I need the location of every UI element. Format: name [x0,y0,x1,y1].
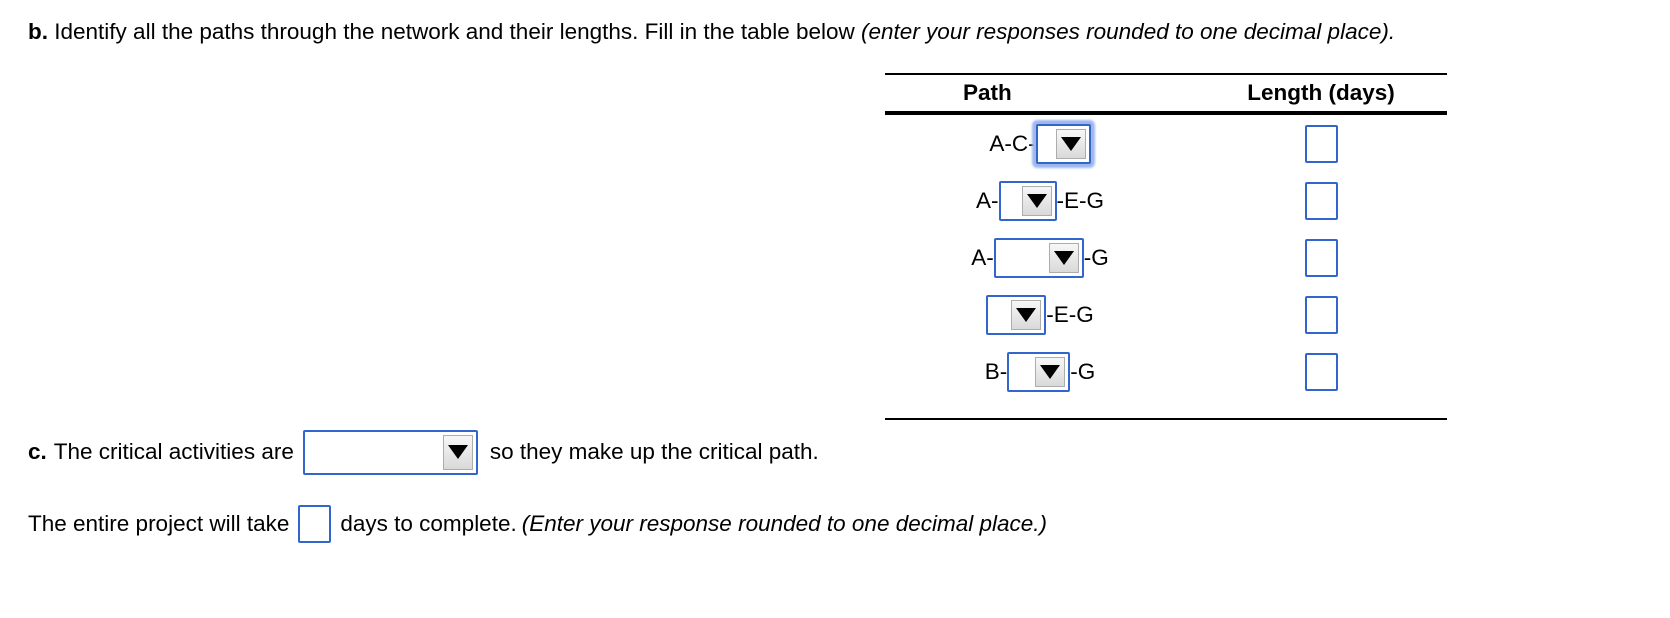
table-row: A- -G [885,229,1447,286]
path-dropdown[interactable] [1007,351,1071,392]
length-cell [1195,295,1447,334]
table-row: A-C- [885,115,1447,172]
path-suffix: -E-G [1046,301,1094,327]
path-suffix: -E-G [1056,187,1105,213]
dropdown-button[interactable] [1011,299,1042,330]
dropdown-button[interactable] [1035,356,1066,387]
path-prefix: A- [971,244,994,270]
length-input[interactable] [1304,352,1338,391]
dropdown-arrow-icon [1026,193,1047,208]
path-dropdown[interactable] [998,180,1057,221]
path-column-header: Path [963,80,1012,105]
length-cell [1195,181,1447,220]
length-input[interactable] [1304,238,1338,277]
question-b-note: (enter your responses rounded to one dec… [861,19,1396,44]
path-prefix: A-C- [989,130,1036,156]
path-cell: -E-G [885,294,1195,335]
length-cell [1195,124,1447,163]
table-row: -E-G [885,286,1447,343]
table-row: B- -G [885,343,1447,400]
dropdown-button[interactable] [1055,128,1086,159]
path-dropdown[interactable] [993,237,1084,278]
table-row: A- -E-G [885,172,1447,229]
question-c-text-before: The critical activities are [53,439,294,464]
path-prefix: B- [984,358,1008,384]
question-c-text-after: so they make up the critical path. [489,439,819,464]
question-c-label: c. [28,439,47,464]
path-cell: A-C- [885,123,1195,164]
question-b-label: b. [28,19,48,44]
path-cell: B- -G [885,351,1195,392]
length-cell [1195,238,1447,277]
project-text-after: days to complete. [340,511,517,536]
question-c-line: c. The critical activities are so they m… [28,428,819,476]
project-note: (Enter your response rounded to one deci… [521,511,1048,536]
dropdown-arrow-icon [1053,250,1074,265]
length-column-header: Length (days) [1247,80,1395,105]
project-duration-line: The entire project will take days to com… [28,500,1047,548]
project-duration-input[interactable] [298,505,332,543]
path-dropdown[interactable] [986,294,1047,335]
path-dropdown[interactable] [1035,123,1091,164]
dropdown-arrow-icon [447,445,468,459]
dropdown-arrow-icon [1016,307,1037,322]
dropdown-arrow-icon [1060,136,1081,151]
dropdown-button[interactable] [1048,242,1079,273]
question-b-text: b. Identify all the paths through the ne… [28,17,1395,47]
path-cell: A- -G [885,237,1195,278]
path-suffix: -G [1070,358,1096,384]
path-cell: A- -E-G [885,180,1195,221]
dropdown-button[interactable] [442,434,473,470]
table-body: A-C- A- -E-G [885,115,1447,418]
path-suffix: -G [1083,244,1109,270]
length-input[interactable] [1304,295,1338,334]
table-header-row: Path Length (days) [885,75,1447,115]
length-input[interactable] [1304,124,1338,163]
project-text-before: The entire project will take [28,511,290,536]
question-b-body: Identify all the paths through the netwo… [54,19,855,44]
path-prefix: A- [976,187,999,213]
dropdown-arrow-icon [1040,364,1061,379]
length-cell [1195,352,1447,391]
paths-table: Path Length (days) A-C- A- [885,73,1447,420]
length-input[interactable] [1304,181,1338,220]
critical-activities-dropdown[interactable] [302,429,478,475]
dropdown-button[interactable] [1021,185,1052,216]
